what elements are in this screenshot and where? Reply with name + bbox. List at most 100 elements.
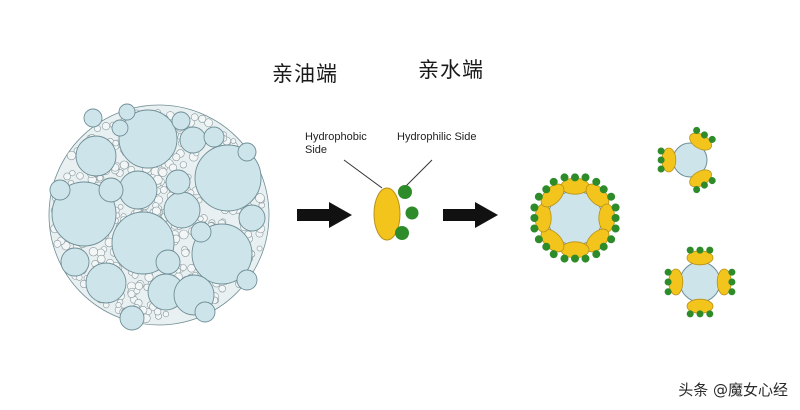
small-bubble bbox=[97, 255, 105, 263]
oil-droplet bbox=[84, 109, 102, 127]
oil-droplet bbox=[112, 120, 128, 136]
small-bubble bbox=[113, 140, 119, 146]
surfactant-unit bbox=[687, 247, 714, 265]
hydrophilic-side-label: Hydrophilic Side bbox=[397, 131, 476, 144]
oil-droplet bbox=[239, 205, 265, 231]
surfactant-molecule bbox=[374, 185, 419, 240]
hydrophilic-head bbox=[561, 255, 569, 263]
hydrophilic-head bbox=[665, 288, 672, 295]
hydrophilic-head bbox=[706, 310, 713, 317]
surfactant-unit bbox=[687, 299, 714, 317]
micelle-small bbox=[665, 247, 736, 318]
arrow-2 bbox=[443, 202, 498, 228]
small-bubble bbox=[120, 161, 128, 169]
small-bubble bbox=[163, 311, 169, 317]
small-bubble bbox=[179, 230, 188, 239]
hydrophilic-head bbox=[530, 204, 538, 212]
small-bubble bbox=[77, 173, 84, 180]
small-bubble bbox=[116, 302, 121, 307]
hydrophobic-pointer-line bbox=[344, 160, 382, 188]
hydrophilic-head bbox=[561, 173, 569, 181]
hydrophilic-head bbox=[728, 279, 735, 286]
oil-droplet bbox=[204, 127, 224, 147]
small-bubble bbox=[160, 187, 167, 194]
hydrophilic-head bbox=[697, 310, 704, 317]
hydrophilic-head bbox=[398, 185, 412, 199]
oil-droplet bbox=[76, 136, 116, 176]
surfactant-unit bbox=[561, 173, 590, 194]
small-bubble bbox=[159, 168, 167, 176]
oil-droplet bbox=[195, 302, 215, 322]
small-bubble bbox=[231, 139, 236, 144]
watermark: 头条 @魔女心经 bbox=[678, 379, 788, 400]
hydrophilic-head bbox=[687, 247, 694, 254]
oil-droplet bbox=[119, 171, 157, 209]
micelle-large bbox=[530, 173, 619, 262]
hydrophilic-head bbox=[706, 247, 713, 254]
oil-droplet bbox=[237, 270, 257, 290]
small-bubble bbox=[67, 151, 76, 160]
micelle-core bbox=[680, 262, 720, 302]
hydrophilic-head bbox=[658, 166, 665, 173]
small-bubble bbox=[102, 122, 110, 130]
small-bubble bbox=[180, 162, 187, 169]
oil-droplet bbox=[172, 112, 190, 130]
oil-droplet bbox=[61, 248, 89, 276]
hydrophilic-head bbox=[665, 279, 672, 286]
oil-droplet bbox=[238, 143, 256, 161]
surfactant-unit bbox=[658, 148, 676, 173]
small-bubble bbox=[256, 194, 265, 203]
small-bubble bbox=[257, 246, 262, 251]
small-bubble bbox=[135, 282, 143, 290]
oil-droplet bbox=[120, 306, 144, 330]
micelle-small bbox=[658, 126, 717, 195]
hydrophilic-head bbox=[728, 269, 735, 276]
hydrophilic-head bbox=[530, 214, 538, 222]
hydrophilic-head bbox=[612, 214, 620, 222]
hydrophilic-head bbox=[530, 225, 538, 233]
hydrophobic-side-label-line2: Side bbox=[305, 144, 367, 157]
oil-droplet-cluster bbox=[49, 104, 269, 330]
hydrophilic-head bbox=[658, 157, 665, 164]
arrow-1 bbox=[297, 202, 352, 228]
hydrophilic-end-label: 亲水端 bbox=[418, 54, 484, 84]
hydrophilic-head bbox=[582, 173, 590, 181]
hydrophilic-head bbox=[728, 288, 735, 295]
hydrophilic-head bbox=[658, 148, 665, 155]
small-bubble bbox=[89, 247, 98, 256]
surfactant-unit bbox=[530, 204, 551, 233]
surfactant-unit bbox=[561, 242, 590, 263]
oil-droplet bbox=[50, 180, 70, 200]
small-bubble bbox=[118, 204, 123, 209]
small-bubble bbox=[173, 154, 180, 161]
oil-droplet bbox=[164, 192, 200, 228]
oil-droplet bbox=[191, 222, 211, 242]
hydrophilic-head bbox=[571, 173, 579, 181]
small-bubble bbox=[70, 170, 76, 176]
lipophilic-end-label: 亲油端 bbox=[272, 58, 338, 88]
oil-droplet bbox=[99, 178, 123, 202]
small-bubble bbox=[199, 115, 206, 122]
oil-droplet bbox=[180, 127, 206, 153]
hydrophilic-head bbox=[665, 269, 672, 276]
surfactant-unit bbox=[599, 204, 620, 233]
oil-droplet bbox=[119, 104, 135, 120]
small-bubble bbox=[182, 249, 190, 257]
hydrophilic-head bbox=[612, 225, 620, 233]
hydrophilic-head bbox=[697, 247, 704, 254]
hydrophilic-head bbox=[687, 310, 694, 317]
hydrophilic-pointer-line bbox=[406, 160, 432, 186]
hydrophilic-head bbox=[406, 207, 419, 220]
hydrophobic-side-label-line1: Hydrophobic bbox=[305, 131, 367, 144]
small-bubble bbox=[180, 265, 186, 271]
hydrophilic-head bbox=[571, 255, 579, 263]
small-bubble bbox=[191, 114, 198, 121]
hydrophilic-head bbox=[582, 255, 590, 263]
oil-droplet bbox=[86, 263, 126, 303]
hydrophilic-head bbox=[612, 204, 620, 212]
surfactant-unit bbox=[717, 269, 735, 296]
small-bubble bbox=[219, 285, 226, 292]
oil-droplet bbox=[166, 170, 190, 194]
